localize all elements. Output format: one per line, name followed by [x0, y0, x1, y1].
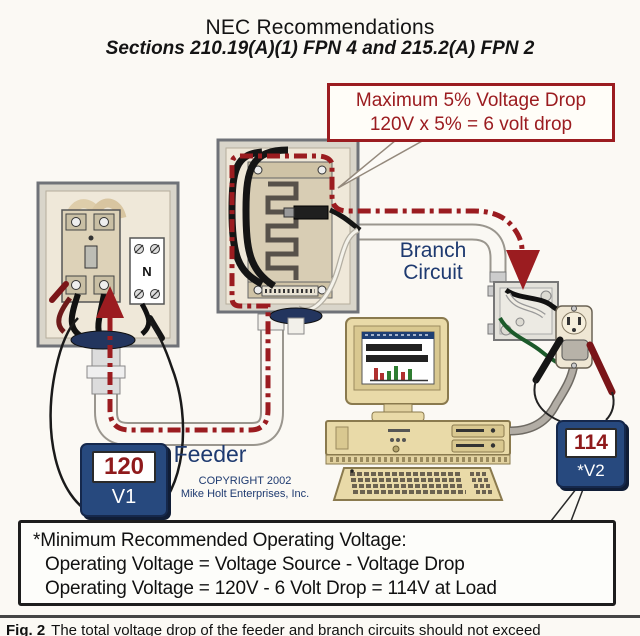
figure-caption: Fig. 2 The total voltage drop of the feed… [6, 622, 640, 636]
voltmeter-v2-label: *V2 [577, 461, 605, 480]
black-test-probe-right [532, 336, 564, 384]
branch-label-line2: Circuit [403, 261, 463, 284]
note-line-1: *Minimum Recommended Operating Voltage: [33, 530, 407, 551]
callout-line-1: Maximum 5% Voltage Drop [355, 90, 587, 111]
keyboard [332, 467, 504, 501]
figure-caption-text: The total voltage drop of the feeder and… [51, 622, 541, 636]
branch-breaker [293, 205, 329, 220]
voltmeter-v1: 120 V1 [80, 443, 168, 517]
operating-voltage-note: *Minimum Recommended Operating Voltage: … [18, 520, 616, 606]
note-box-pointer [550, 483, 586, 522]
voltmeter-v2: 114 *V2 [556, 420, 626, 488]
voltmeter-v1-label: V1 [111, 486, 137, 508]
note-line-3: Operating Voltage = 120V - 6 Volt Drop =… [45, 578, 497, 599]
red-test-probe-right [586, 341, 616, 396]
callout-line-2: 120V x 5% = 6 volt drop [369, 114, 573, 135]
voltage-drop-path [96, 153, 540, 433]
voltmeter-v1-reading: 120 [92, 451, 156, 483]
branch-circuit-label: Branch Circuit [383, 240, 483, 284]
branch-label-line1: Branch [399, 239, 467, 262]
ground-wire [498, 316, 560, 365]
crt-monitor [345, 317, 449, 405]
desktop-case [325, 420, 511, 465]
screen-bar-chart [370, 366, 428, 382]
neutral-label: N [142, 264, 151, 279]
copyright-line2: Mike Holt Enterprises, Inc. [180, 487, 310, 500]
bus-bar [265, 181, 299, 280]
note-line-2: Operating Voltage = Voltage Source - Vol… [45, 554, 465, 575]
service-disconnect-box: N [36, 181, 180, 350]
figure-bottom-edge [0, 615, 640, 618]
feeder-conduit [86, 313, 285, 446]
receptacle [532, 305, 616, 423]
page-subtitle: Sections 210.19(A)(1) FPN 4 and 215.2(A)… [105, 38, 535, 59]
down-arrow [506, 250, 540, 290]
figure-caption-number: Fig. 2 [6, 622, 46, 636]
cord-plug [561, 339, 589, 361]
junction-box [487, 281, 575, 365]
copyright-notice: COPYRIGHT 2002 Mike Holt Enterprises, In… [170, 475, 320, 500]
black-test-probe-left [147, 315, 165, 341]
feeder-label: Feeder [173, 441, 247, 467]
voltage-drop-callout: Maximum 5% Voltage Drop 120V x 5% = 6 vo… [327, 83, 615, 142]
panelboard [216, 138, 362, 335]
up-arrow [96, 286, 124, 318]
meter-v1-leads [49, 317, 185, 518]
computer [325, 317, 579, 501]
neutral-bar: N [129, 237, 165, 305]
voltmeter-v2-reading: 114 [565, 428, 617, 458]
page-title: NEC Recommendations [205, 16, 435, 39]
red-test-probe-left [49, 281, 69, 303]
copyright-line1: COPYRIGHT 2002 [198, 475, 292, 487]
